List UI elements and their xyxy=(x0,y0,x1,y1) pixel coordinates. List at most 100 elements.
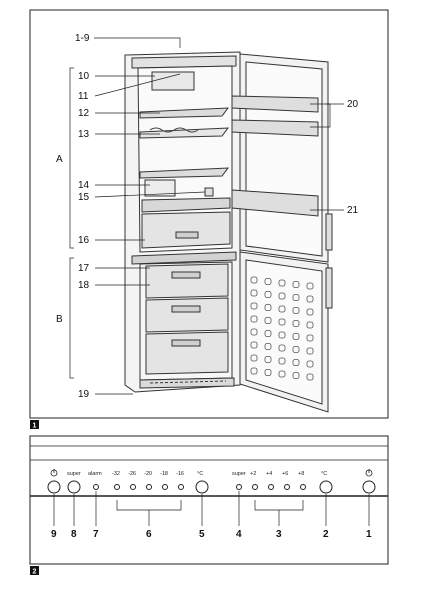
ice-dimple xyxy=(250,276,258,284)
callout-1: 1 xyxy=(366,529,372,540)
ice-dimple xyxy=(250,289,258,297)
power-icon xyxy=(50,469,373,477)
ice-dimple xyxy=(264,330,272,337)
label-15: 15 xyxy=(78,192,90,203)
ice-dimple xyxy=(278,344,286,352)
ice-dimple xyxy=(264,356,272,363)
ice-dimple xyxy=(292,346,300,353)
temp-label-minus-16: -16 xyxy=(176,471,184,477)
temp-label-minus-26: -26 xyxy=(128,471,136,477)
freezer-temp-button[interactable] xyxy=(195,480,209,494)
led-plus-8 xyxy=(300,484,306,490)
freezer-power-button[interactable] xyxy=(47,480,61,494)
freezer-super-button[interactable] xyxy=(67,480,81,494)
callout-3: 3 xyxy=(276,529,282,540)
label-19: 19 xyxy=(78,389,90,400)
panel-text: super alarm -32 -26 -20 -18 -16 °C super… xyxy=(67,471,327,477)
ice-dimple xyxy=(306,321,314,329)
ice-dimple xyxy=(278,331,286,339)
led-plus-2 xyxy=(252,484,258,490)
unit-label-right: °C xyxy=(321,471,327,477)
led-plus-6 xyxy=(284,484,290,490)
ice-dimple xyxy=(292,281,300,288)
ice-dimple xyxy=(250,341,258,349)
led-minus-18 xyxy=(162,484,168,490)
figure2-number-box xyxy=(30,566,39,575)
ice-dimple xyxy=(306,360,314,368)
callout-4: 4 xyxy=(236,529,242,540)
led-minus-26 xyxy=(130,484,136,490)
ice-dimple xyxy=(306,295,314,303)
ice-dimple xyxy=(250,328,258,336)
ice-dimple xyxy=(264,278,272,285)
label-14: 14 xyxy=(78,180,90,191)
callout-6: 6 xyxy=(146,529,152,540)
led-minus-20 xyxy=(146,484,152,490)
label-1-9: 1-9 xyxy=(75,33,90,44)
ice-dimple xyxy=(264,317,272,324)
ice-dimple xyxy=(292,333,300,340)
super-left-label: super xyxy=(67,471,81,477)
super-right-label: super xyxy=(232,471,246,477)
figure2-number: 2 xyxy=(33,569,37,576)
ice-dimple xyxy=(292,294,300,301)
label-12: 12 xyxy=(78,108,90,119)
leader-lines xyxy=(69,37,344,395)
ice-dimple xyxy=(264,304,272,311)
label-10: 10 xyxy=(78,71,90,82)
label-16: 16 xyxy=(78,235,90,246)
ice-dimple xyxy=(278,357,286,365)
control-panel xyxy=(47,480,376,494)
fridge-illustration xyxy=(124,51,241,393)
ice-dimple xyxy=(264,343,272,350)
label-20: 20 xyxy=(347,99,359,110)
temp-label-plus-4: +4 xyxy=(266,471,272,477)
alarm-label: alarm xyxy=(88,471,102,477)
panel-callout-lines xyxy=(53,491,370,526)
ice-dimple xyxy=(278,305,286,313)
ice-dimple xyxy=(306,308,314,316)
ice-dimple xyxy=(250,315,258,323)
figure1-labels: 1-9 10 11 12 13 14 15 16 17 18 19 20 21 … xyxy=(56,33,359,400)
ice-dimple xyxy=(264,291,272,298)
callout-5: 5 xyxy=(199,529,205,540)
ice-dimple xyxy=(292,372,300,379)
fridge-temp-button[interactable] xyxy=(319,480,333,494)
ice-dimple xyxy=(278,292,286,300)
label-11: 11 xyxy=(78,91,89,102)
callout-2: 2 xyxy=(323,529,329,540)
ice-dimple xyxy=(306,373,314,381)
ice-dimple xyxy=(250,354,258,362)
ice-dimple xyxy=(306,347,314,355)
fridge-super-led xyxy=(236,484,242,490)
figure1-number-box xyxy=(30,420,39,429)
callout-8: 8 xyxy=(71,529,77,540)
ice-dimple xyxy=(292,359,300,366)
led-minus-32 xyxy=(114,484,120,490)
main-power-button[interactable] xyxy=(362,480,376,494)
ice-dimple xyxy=(292,320,300,327)
label-13: 13 xyxy=(78,129,90,140)
callout-7: 7 xyxy=(93,529,99,540)
ice-dimple xyxy=(250,302,258,310)
label-21: 21 xyxy=(347,205,359,216)
ice-dimple xyxy=(306,334,314,342)
figure1-frame xyxy=(29,9,389,419)
ice-dimple xyxy=(278,279,286,287)
temp-label-plus-2: +2 xyxy=(250,471,256,477)
callout-9: 9 xyxy=(51,529,57,540)
temp-label-plus-6: +6 xyxy=(282,471,288,477)
led-minus-16 xyxy=(178,484,184,490)
freezer-door-ice-pattern xyxy=(250,276,314,381)
temp-label-minus-20: -20 xyxy=(144,471,152,477)
ice-dimple xyxy=(264,369,272,376)
figure1-number: 1 xyxy=(33,423,37,430)
unit-label-left: °C xyxy=(197,471,203,477)
temp-label-minus-32: -32 xyxy=(112,471,120,477)
alarm-led xyxy=(93,484,99,490)
ice-dimple xyxy=(278,318,286,326)
ice-dimple xyxy=(250,367,258,375)
label-18: 18 xyxy=(78,280,90,291)
ice-dimple xyxy=(278,370,286,378)
